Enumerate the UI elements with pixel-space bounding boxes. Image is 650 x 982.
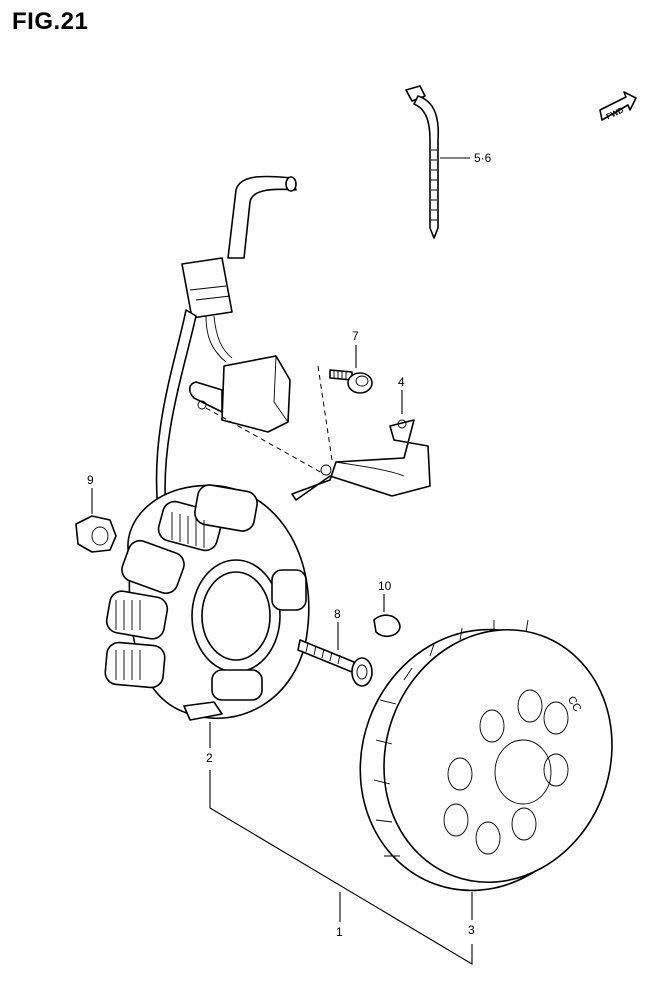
stator-2[interactable] — [104, 483, 310, 721]
flywheel-rotor-3[interactable]: CC — [324, 596, 647, 925]
bracket-4[interactable] — [291, 419, 431, 501]
callout-4: 4 — [398, 375, 405, 389]
callout-9: 9 — [87, 473, 94, 487]
screw-7[interactable] — [329, 369, 373, 394]
callout-8: 8 — [334, 607, 341, 621]
callout-1: 1 — [336, 925, 343, 939]
callout-10: 10 — [378, 579, 392, 593]
callout-3: 3 — [468, 923, 475, 937]
bolt-8[interactable] — [297, 639, 373, 687]
cable-tie[interactable] — [405, 85, 440, 239]
callout-7: 7 — [352, 329, 359, 343]
fwd-arrow-icon: FWD — [599, 91, 637, 121]
key-10[interactable] — [373, 614, 401, 638]
assembly-line — [317, 365, 333, 461]
callout-5-6: 5·6 — [474, 151, 492, 165]
nut-9[interactable] — [75, 515, 117, 553]
assembly-bracket-line — [209, 770, 473, 965]
figure-title: FIG.21 — [12, 8, 89, 35]
assembly-line — [205, 407, 325, 475]
wire-harness[interactable] — [155, 175, 297, 511]
callout-2: 2 — [206, 751, 213, 765]
pulser-coil[interactable] — [188, 355, 291, 433]
